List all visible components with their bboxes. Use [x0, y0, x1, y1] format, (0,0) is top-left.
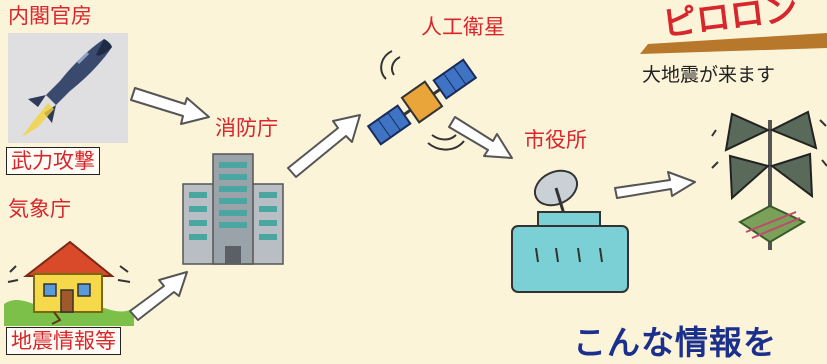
earthquake-house-icon [4, 240, 134, 326]
banner-subtitle: 大地震が来ます [642, 64, 776, 86]
label-jma: 気象庁 [8, 197, 71, 221]
satellite-icon [366, 50, 478, 151]
label-quake-info: 地震情報等 [6, 327, 121, 355]
city-hall-icon [511, 169, 629, 293]
missile-icon [8, 33, 128, 143]
arrow-satellite-to-cityhall [448, 116, 513, 159]
footer-title: こんな情報を [573, 323, 777, 362]
loudspeaker-tower-icon [711, 110, 827, 250]
arrow-fdma-to-satellite [287, 114, 361, 178]
label-cabinet: 内閣官房 [8, 4, 92, 28]
arrow-cityhall-to-tower [614, 171, 696, 199]
arrow-cabinet-to-fdma [130, 87, 210, 125]
label-armed-attack: 武力攻撃 [6, 147, 100, 175]
label-city-hall: 市役所 [524, 128, 587, 152]
label-satellite: 人工衛星 [421, 15, 505, 39]
arrow-jma-to-fdma [129, 271, 188, 321]
fdma-building-icon [182, 153, 284, 265]
label-fdma: 消防庁 [215, 116, 278, 140]
